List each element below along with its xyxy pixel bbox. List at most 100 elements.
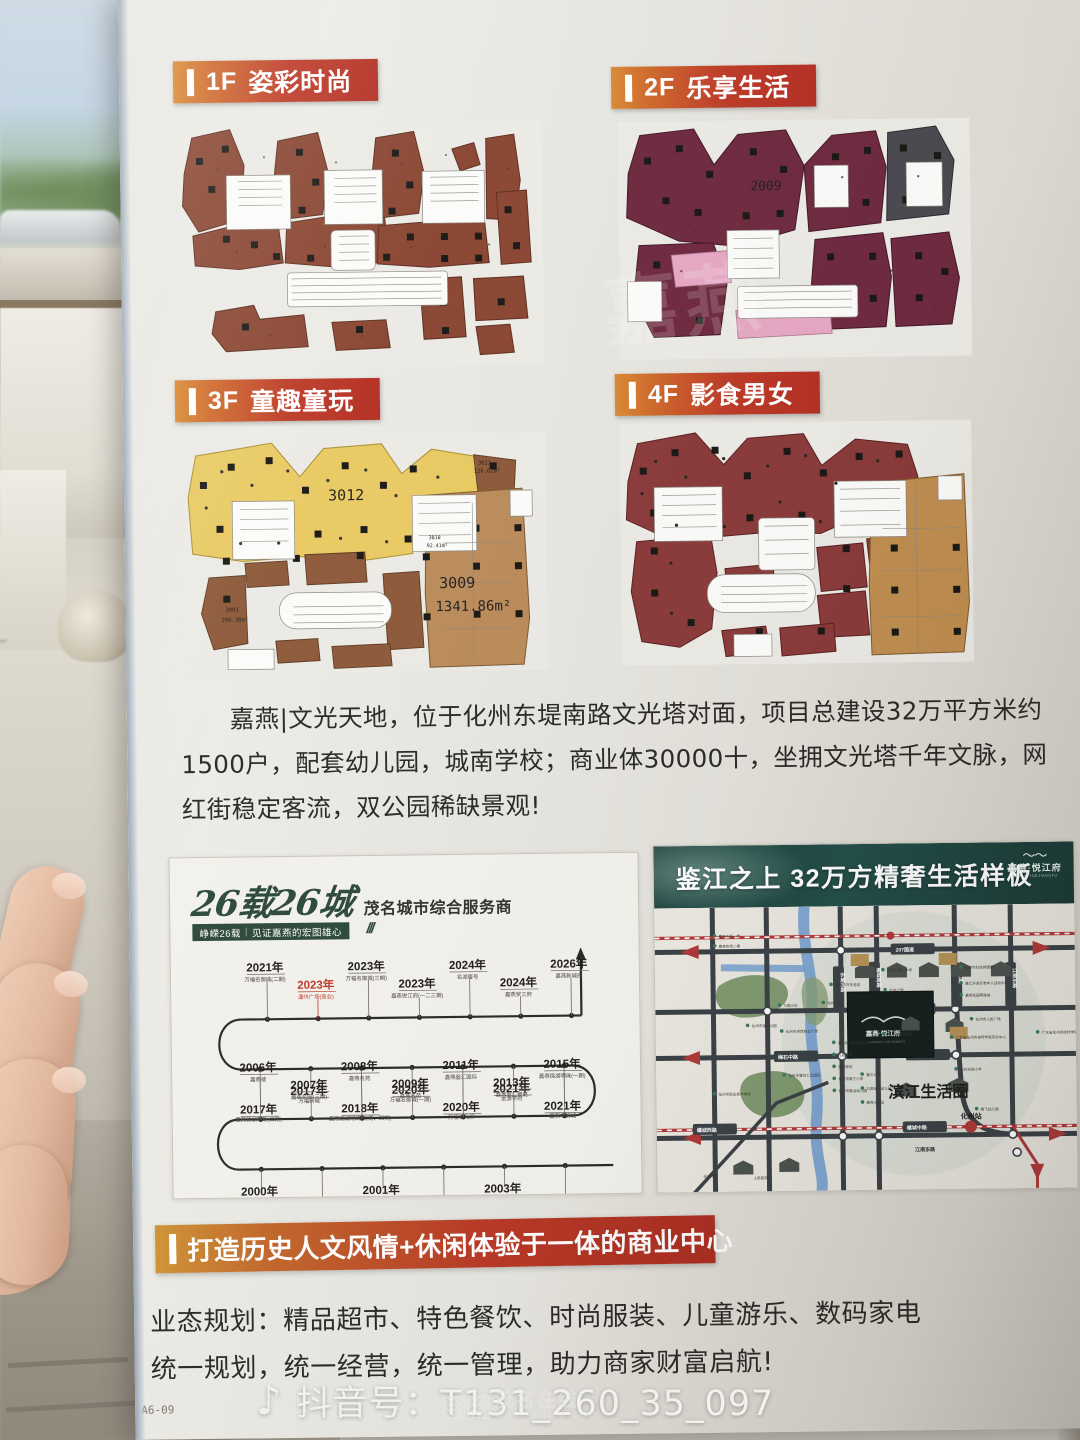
timeline-year: 2021年 xyxy=(493,1081,531,1095)
timeline-event: 嘉燕锦湖明珠(三期、四期) xyxy=(329,1114,392,1123)
timeline-event: 嘉燕盈汇国际 xyxy=(445,1073,478,1081)
poi-0: 化州市汽车总站 xyxy=(835,982,861,987)
finger-4 xyxy=(0,1143,71,1287)
timeline-year: 2020年 xyxy=(443,1100,481,1114)
timeline-event: 名湖壹号 xyxy=(457,973,479,981)
timeline-event: 嘉燕盈汇豪庭 xyxy=(496,1090,529,1098)
floor-name: 姿彩时尚 xyxy=(248,68,353,98)
poi-21: 腾飞幼儿园 xyxy=(981,1106,999,1111)
banner-accent-bar xyxy=(628,381,637,409)
timeline-year: 2007年 xyxy=(290,1078,328,1092)
hand-holding-page xyxy=(0,845,190,1315)
floor-number: 4F xyxy=(647,379,680,409)
office-cabinet-lower xyxy=(0,470,66,650)
timeline-event: 万福名御城(二期) xyxy=(244,975,286,984)
timeline-graphic: 2021年万福名御城(二期)2023年潘州广场(商业)2023年万福名御城(三期… xyxy=(217,947,614,1200)
poi-5: 化州公园 xyxy=(889,987,904,992)
timeline-event: 嘉燕花园(三期) xyxy=(291,1093,327,1101)
timeline-event: 潘州广场(商业) xyxy=(298,992,334,1000)
tiktok-watermark: ♪ 抖音号：T131_260_35_097 xyxy=(256,1375,774,1426)
timeline-year: 2013年 xyxy=(493,1075,531,1089)
poi-23: 万国小区 xyxy=(783,1003,798,1008)
bottom-banner-text: 打造历史人文风情+休闲体验于一体的商业中心 xyxy=(187,1225,734,1266)
timeline-event: 嘉燕新城府 xyxy=(555,971,583,979)
floor-banner-3f: 3F 童趣童玩 xyxy=(174,377,381,423)
poi-22: 化州市潘山公园 xyxy=(752,1023,778,1028)
timeline-year: 2026年 xyxy=(550,956,588,970)
unit-area-3011: 126.62m² xyxy=(474,467,501,474)
page-corner-code: A6-09 xyxy=(141,1403,175,1417)
road-label-jiangnan: 江南东路 xyxy=(1011,968,1018,989)
timeline-event: 万福状元府 xyxy=(448,1113,476,1121)
floor-number: 3F xyxy=(207,386,240,415)
floor-banner-4f: 4F 影食男女 xyxy=(614,371,821,416)
poi-25: 化州市潘州工业园区 xyxy=(788,1072,821,1077)
unit-area-3010: 92.41m² xyxy=(427,543,448,549)
poi-4: 化州市第二中学 xyxy=(887,967,913,972)
timeline-event: 嘉燕锦湖明珠(二期) xyxy=(235,1115,282,1124)
tiktok-handle: 抖音号：T131_260_35_097 xyxy=(296,1384,775,1424)
station-label-huazhou: 化州站 xyxy=(961,1112,982,1121)
map-logo-en: JIAYAN YUEJIANGFU xyxy=(1011,873,1058,879)
project-intro: 嘉燕|文光天地，位于化州东堤南路文光塔对面，项目总建设32万平方米约1500户，… xyxy=(181,687,1053,833)
timeline-event: 万福名御城(一期) xyxy=(390,1095,432,1104)
poi-20: 嘉燕小学区 xyxy=(866,1100,884,1105)
timeline-year: 2017年 xyxy=(290,1084,328,1098)
timeline-event: 嘉燕苑 xyxy=(495,1194,512,1199)
unit-code-3011: 3011 xyxy=(478,460,491,466)
banner-accent-bar xyxy=(624,74,633,102)
map-center-label: 滨江生活圈 xyxy=(888,1082,968,1102)
map-logo: 〜〜 嘉燕·悦江府 JIAYAN YUEJIANGFU xyxy=(1007,847,1062,879)
timeline-year: 2003年 xyxy=(484,1181,522,1195)
floor-plan-1f xyxy=(177,119,545,370)
timeline-event: 嘉燕楼 xyxy=(250,1075,267,1083)
timeline-year: 2023年 xyxy=(348,959,386,973)
poi-8: 嘉燕花园明珠城 xyxy=(965,992,991,997)
timeline-event: 嘉燕锦湖明珠(一期) xyxy=(539,1071,586,1080)
wave-logo-icon: 〜〜 xyxy=(1022,847,1047,864)
map-header: 鉴江之上 32万方精奢生活样板 〜〜 嘉燕·悦江府 JIAYAN YUEJIAN… xyxy=(653,841,1077,909)
timeline-year: 2023年 xyxy=(398,976,436,990)
floor-plan-3f: 3012 3011 126.62m² 3010 92.41m² 3009 134… xyxy=(181,431,549,675)
floor-banner-2f: 2F 乐享生活 xyxy=(610,64,817,109)
timeline-year: 2018年 xyxy=(341,1101,379,1115)
svg-text:JIAYAN YUEJIANGFU: JIAYAN YUEJIANGFU xyxy=(870,1039,906,1043)
timeline-year: 2001年 xyxy=(363,1183,401,1197)
poi-6: 化州市妇幼保健院 xyxy=(965,964,994,969)
timeline-event: 金源学府 xyxy=(501,1094,523,1102)
unit-code-3009: 3009 xyxy=(439,574,475,592)
gdmm-logo-icon: ▧▨ xyxy=(440,1388,493,1423)
poi-29: 人民医院 xyxy=(753,1175,768,1180)
road-label-juchengzhong: 橘城中路 xyxy=(906,1124,928,1131)
gdmm-watermark: ▧▨ 茂名在线 WWW.GDMM.COM xyxy=(440,1388,598,1423)
timeline-event: 嘉燕学府城 xyxy=(549,1111,577,1119)
floor-name: 童趣童玩 xyxy=(249,387,355,417)
timeline-panel: 26载26城 茂名城市综合服务商 峥嵘26载 | 见证嘉燕的宏图雄心 /// 2… xyxy=(168,851,643,1200)
floor-plan-4f xyxy=(619,419,975,666)
road-label-meishizhong: 梅石中路 xyxy=(778,1054,799,1061)
timeline-year: 2023年 xyxy=(297,977,335,991)
gdmm-text: 茂名在线 WWW.GDMM.COM xyxy=(495,1391,598,1420)
poi-15: 化州市第三中学 xyxy=(888,1031,914,1036)
timeline-year: 2015年 xyxy=(543,1056,581,1070)
timeline-event: 万福名御城(三期) xyxy=(346,974,388,983)
timeline-year: 2020年 xyxy=(392,1082,430,1096)
poi-28: 化州中学 xyxy=(703,1174,718,1179)
timeline-year: 2009年 xyxy=(392,1076,430,1090)
banner-accent-bar xyxy=(186,68,195,96)
poi-14: 化州市重点幼儿园 xyxy=(838,1088,867,1093)
poi-18: 鉴江公园 xyxy=(866,1072,881,1077)
timeline-year: 2024年 xyxy=(449,958,487,972)
poi-3: 嘉燕名苑二期 xyxy=(719,943,741,948)
poi-11: 孔庙水城 xyxy=(838,1052,853,1057)
unit-code-2009: 2009 xyxy=(750,179,781,194)
timeline-year: 2008年 xyxy=(341,1059,379,1073)
poi-2: 嘉燕名苑一期 xyxy=(718,933,740,938)
unit-code-3012: 3012 xyxy=(328,486,364,504)
map-panel: 鉴江之上 32万方精奢生活样板 〜〜 嘉燕·悦江府 JIAYAN YUEJIAN… xyxy=(652,840,1079,1194)
poi-16: 广东省化州市技师学院实训中心 xyxy=(956,1034,1007,1040)
timeline-year: 2021年 xyxy=(246,960,284,974)
timeline-event: 嘉燕罗三府 xyxy=(505,990,533,998)
floor-banner-1f: 1F 姿彩时尚 xyxy=(172,58,379,104)
road-label-juchengnan: 橘城南路 xyxy=(875,967,882,989)
